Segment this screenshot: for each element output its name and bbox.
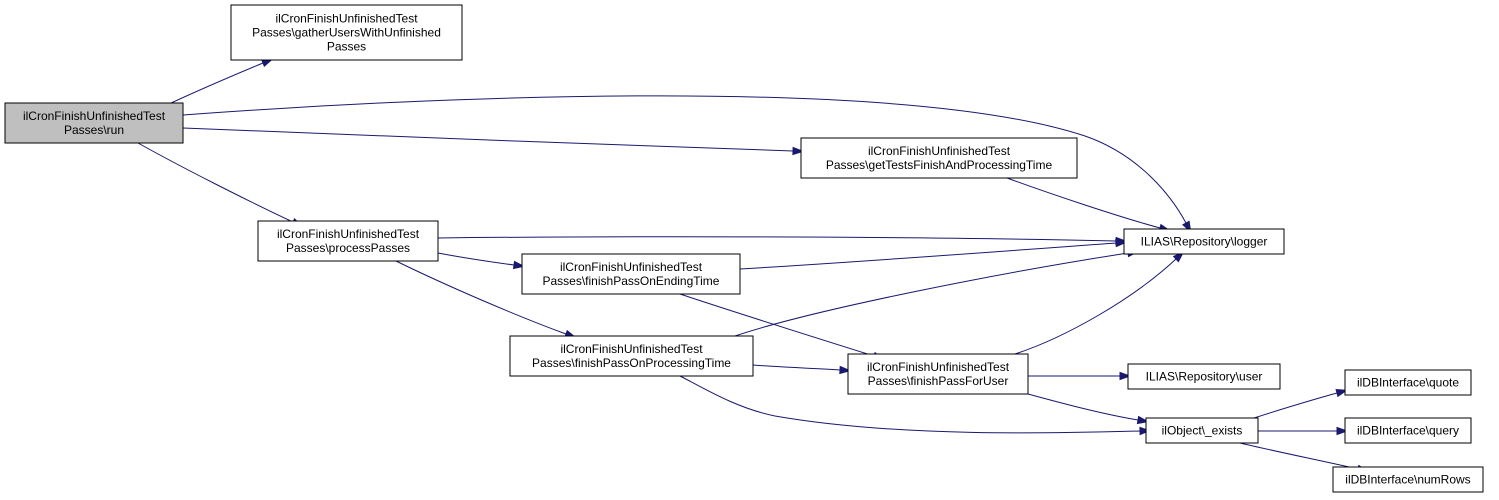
arrowhead-icon	[1336, 426, 1349, 436]
node-numRows[interactable]: ilDBInterface\numRows	[1332, 466, 1484, 493]
edge-line	[1253, 392, 1338, 419]
edge-line	[1006, 177, 1161, 229]
node-label-line: ilCronFinishUnfinishedTest	[23, 109, 166, 123]
node-box	[509, 335, 754, 377]
node-label-line: Passes\finishPassOnProcessingTime	[532, 356, 731, 370]
node-label-line: Passes	[327, 40, 366, 54]
nodes-layer: ilCronFinishUnfinishedTestPasses\runilCr…	[4, 4, 1484, 493]
arrowhead-icon	[1115, 238, 1128, 248]
edge-getTests-to-logger	[1006, 177, 1172, 232]
arrowhead-icon	[1119, 371, 1132, 381]
node-label-line: ilCronFinishUnfinishedTest	[868, 144, 1011, 158]
edge-forUser-to-user	[1028, 371, 1132, 381]
node-query[interactable]: ilDBInterface\query	[1344, 417, 1472, 444]
node-label-line: Passes\getTestsFinishAndProcessingTime	[826, 158, 1053, 172]
node-box	[230, 4, 463, 61]
edge-exists-to-quote	[1253, 389, 1349, 419]
arrowhead-icon	[1335, 389, 1349, 398]
node-label-line: ILIAS\Repository\user	[1146, 370, 1263, 384]
edge-line	[739, 242, 1117, 270]
edge-line	[137, 142, 294, 223]
node-label-line: ilDBInterface\query	[1357, 424, 1459, 438]
edge-line	[437, 252, 515, 266]
node-label-line: Passes\gatherUsersWithUnfinished	[252, 26, 441, 40]
node-box	[4, 102, 184, 144]
node-ending[interactable]: ilCronFinishUnfinishedTestPasses\finishP…	[521, 253, 741, 295]
arrowhead-icon	[839, 365, 852, 375]
arrowhead-icon	[1139, 426, 1152, 436]
node-label-line: ILIAS\Repository\logger	[1141, 235, 1268, 249]
edge-process-to-ending	[437, 252, 526, 270]
node-box	[1145, 417, 1259, 444]
edge-line	[1239, 442, 1359, 470]
node-user[interactable]: ILIAS\Repository\user	[1127, 363, 1281, 390]
edge-line	[752, 364, 841, 371]
edge-line	[679, 293, 875, 357]
node-box	[1344, 369, 1472, 396]
node-label-line: ilObject\_exists	[1162, 424, 1243, 438]
edge-procTime-to-exists	[679, 375, 1152, 436]
edge-run-to-process	[137, 142, 304, 227]
edge-line	[734, 252, 1129, 337]
node-box	[1332, 466, 1484, 493]
node-quote[interactable]: ilDBInterface\quote	[1344, 369, 1472, 396]
edge-line	[1014, 258, 1177, 355]
node-box	[1344, 417, 1472, 444]
edge-line	[1027, 393, 1139, 421]
edge-process-to-logger	[437, 236, 1128, 246]
node-label-line: ilCronFinishUnfinishedTest	[560, 260, 703, 274]
node-label-line: ilCronFinishUnfinishedTest	[275, 12, 418, 26]
edge-line	[679, 375, 1141, 434]
edges-layer	[137, 58, 1370, 473]
node-label-line: ilDBInterface\numRows	[1345, 473, 1470, 487]
edge-run-to-getTests	[182, 127, 805, 156]
node-label-line: Passes\finishPassOnEndingTime	[543, 274, 720, 288]
node-label-line: ilCronFinishUnfinishedTest	[277, 227, 420, 241]
edge-exists-to-query	[1258, 426, 1349, 436]
node-exists[interactable]: ilObject\_exists	[1145, 417, 1259, 444]
node-label-line: Passes\finishPassForUser	[868, 374, 1009, 388]
node-box	[521, 253, 741, 295]
node-box	[1127, 363, 1281, 390]
node-process[interactable]: ilCronFinishUnfinishedTestPasses\process…	[257, 220, 439, 262]
edge-procTime-to-logger	[734, 248, 1140, 337]
edge-ending-to-logger	[739, 238, 1128, 270]
node-logger[interactable]: ILIAS\Repository\logger	[1123, 228, 1285, 255]
node-label-line: Passes\processPasses	[286, 241, 410, 255]
node-getTests[interactable]: ilCronFinishUnfinishedTestPasses\getTest…	[800, 137, 1078, 179]
arrowhead-icon	[1136, 415, 1150, 425]
node-label-line: Passes\run	[64, 123, 124, 137]
node-label-line: ilCronFinishUnfinishedTest	[867, 360, 1010, 374]
node-gather[interactable]: ilCronFinishUnfinishedTestPasses\gatherU…	[230, 4, 463, 61]
edge-forUser-to-exists	[1027, 393, 1150, 425]
node-box	[847, 353, 1029, 395]
node-box	[800, 137, 1078, 179]
node-forUser[interactable]: ilCronFinishUnfinishedTestPasses\finishP…	[847, 353, 1029, 395]
node-procTime[interactable]: ilCronFinishUnfinishedTestPasses\finishP…	[509, 335, 754, 377]
edge-procTime-to-forUser	[752, 364, 852, 375]
edge-line	[182, 95, 1187, 224]
node-label-line: ilDBInterface\quote	[1357, 376, 1459, 390]
node-label-line: ilCronFinishUnfinishedTest	[560, 342, 703, 356]
edge-line	[182, 127, 794, 152]
node-box	[257, 220, 439, 262]
edge-line	[437, 236, 1117, 242]
arrowhead-icon	[512, 260, 526, 270]
arrowhead-icon	[792, 146, 805, 156]
node-box	[1123, 228, 1285, 255]
edge-line	[395, 260, 567, 335]
